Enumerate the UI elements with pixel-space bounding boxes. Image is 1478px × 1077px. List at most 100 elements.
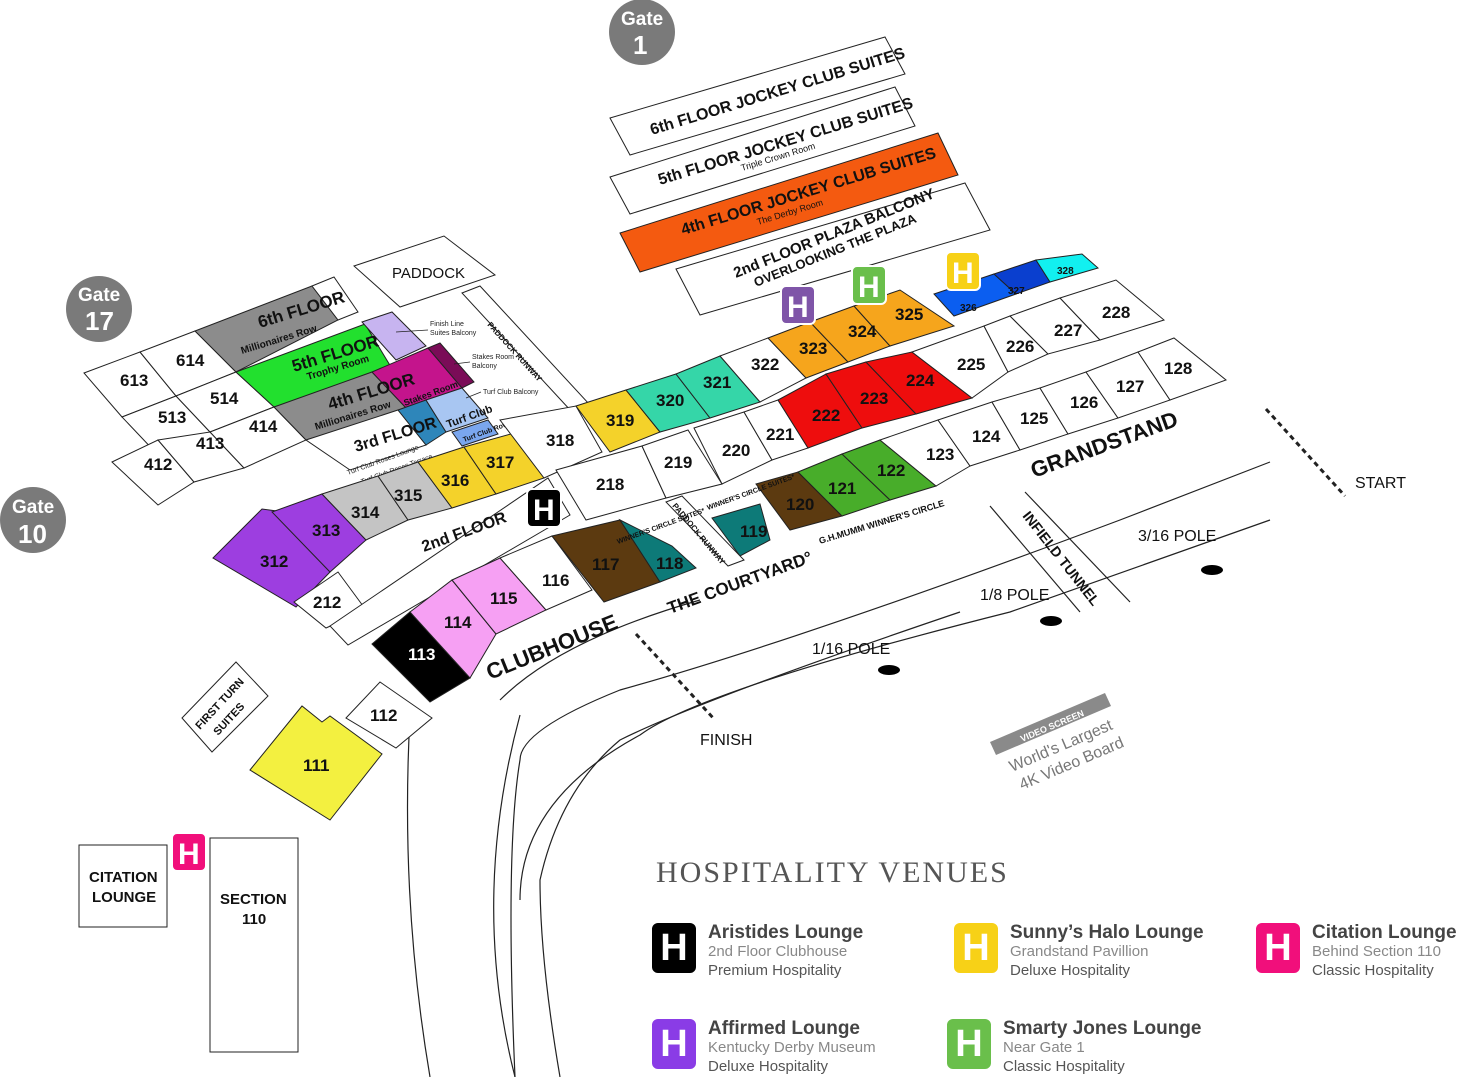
gate-10-number: 10 [18, 519, 47, 549]
label-125: 125 [1020, 409, 1048, 428]
video-board: VIDEO SCREEN World's Largest 4K Video Bo… [990, 693, 1126, 794]
map-marker-citation-glyph: H [178, 838, 200, 871]
gate-1[interactable]: Gate 1 [609, 0, 675, 65]
section110-label2: 110 [242, 911, 266, 928]
section-118[interactable] [618, 518, 697, 583]
finish-line-balcony-label2: Suites Balcony [430, 330, 477, 337]
label-226: 226 [1006, 337, 1034, 356]
label-222: 222 [812, 406, 840, 425]
first-turn-suites[interactable]: FIRST TURN SUITES [181, 661, 269, 753]
finish-label: FINISH [700, 732, 752, 749]
paddock-label: PADDOCK [392, 265, 465, 282]
section-318[interactable] [499, 405, 603, 479]
label-318: 318 [546, 431, 574, 450]
finish-line-balcony[interactable] [361, 311, 427, 361]
pole-marker-3-16 [1201, 565, 1223, 575]
venue-sunnys-halo[interactable]: H Sunny’s Halo Lounge Grandstand Pavilli… [954, 923, 1204, 980]
label-225: 225 [957, 355, 985, 374]
label-221: 221 [766, 425, 794, 444]
venue-tier: Classic Hospitality [1003, 1058, 1125, 1075]
label-414: 414 [249, 417, 278, 436]
gate-17[interactable]: Gate 17 [66, 276, 132, 342]
section-119[interactable] [711, 503, 771, 557]
map-marker-sunnys-halo[interactable]: H [945, 251, 981, 291]
venue-tier: Premium Hospitality [708, 962, 842, 979]
map-marker-affirmed[interactable]: H [780, 285, 816, 325]
label-117: 117 [592, 555, 619, 574]
section-116[interactable] [499, 535, 593, 611]
venue-aristides[interactable]: H Aristides Lounge 2nd Floor Clubhouse P… [652, 923, 863, 980]
venue-badge-smarty-jones: H [947, 1019, 991, 1069]
label-124: 124 [972, 427, 1001, 446]
venue-badge-sunnys-halo: H [954, 923, 998, 973]
label-327: 327 [1008, 286, 1025, 297]
label-316: 316 [441, 471, 469, 490]
label-322: 322 [751, 355, 779, 374]
venue-location: Near Gate 1 [1003, 1039, 1085, 1056]
label-325: 325 [895, 305, 923, 324]
track-markers [634, 407, 1347, 722]
label-324: 324 [848, 322, 877, 341]
label-320: 320 [656, 391, 684, 410]
label-513: 513 [158, 408, 186, 427]
left-block [83, 276, 499, 506]
venue-location: Behind Section 110 [1312, 943, 1441, 960]
venue-badge-aristides: H [652, 923, 696, 973]
gate-1-word: Gate [621, 9, 663, 30]
label-614: 614 [176, 351, 205, 370]
label-113: 113 [408, 645, 435, 664]
label-227: 227 [1054, 321, 1082, 340]
turf-club-balcony-label: Turf Club Balcony [483, 389, 539, 396]
citation-lounge-label1: CITATION [89, 869, 158, 886]
section-328[interactable] [1035, 253, 1100, 283]
venue-tier: Deluxe Hospitality [708, 1058, 829, 1075]
label-127: 127 [1116, 377, 1144, 396]
venue-citation[interactable]: H Citation Lounge Behind Section 110 Cla… [1256, 923, 1457, 980]
map-marker-aristides-glyph: H [533, 494, 555, 527]
gate-10[interactable]: Gate 10 [0, 487, 66, 553]
label-115: 115 [490, 589, 517, 608]
label-228: 228 [1102, 303, 1130, 322]
stakes-room-balcony[interactable] [427, 342, 475, 389]
label-313: 313 [312, 521, 340, 540]
track [406, 461, 1271, 1077]
turf-club[interactable] [425, 387, 489, 433]
turf-club-row-b[interactable] [451, 419, 499, 447]
stakes-balcony-label2: Balcony [472, 363, 497, 370]
venue-badge-citation: H [1256, 923, 1300, 973]
section-128[interactable] [1137, 337, 1228, 401]
label-212: 212 [313, 593, 341, 612]
label-123: 123 [926, 445, 954, 464]
label-120: 120 [786, 495, 814, 514]
venue-affirmed[interactable]: H Affirmed Lounge Kentucky Derby Museum … [652, 1019, 876, 1076]
map-marker-citation[interactable]: H [171, 832, 207, 872]
label-315: 315 [394, 486, 422, 505]
map-marker-smarty-jones[interactable]: H [851, 265, 887, 305]
venue-name: Affirmed Lounge [708, 1018, 860, 1039]
gate-17-word: Gate [78, 285, 120, 306]
map-marker-aristides[interactable]: H [526, 488, 562, 528]
venue-smarty-jones[interactable]: H Smarty Jones Lounge Near Gate 1 Classi… [947, 1019, 1202, 1076]
paddock[interactable]: PADDOCK [353, 235, 497, 308]
label-112: 112 [370, 706, 397, 725]
label-126: 126 [1070, 393, 1098, 412]
label-114: 114 [444, 613, 472, 632]
section-112[interactable] [345, 681, 433, 749]
section-111[interactable] [249, 705, 383, 821]
venue-location: Kentucky Derby Museum [708, 1039, 876, 1056]
citation-lounge[interactable]: CITATION LOUNGE [78, 844, 168, 928]
label-224: 224 [906, 371, 935, 390]
venue-name: Smarty Jones Lounge [1003, 1018, 1202, 1039]
label-514: 514 [210, 389, 239, 408]
map-marker-affirmed-glyph: H [787, 291, 809, 324]
venue-name: Aristides Lounge [708, 922, 864, 943]
section-110[interactable]: SECTION 110 [209, 837, 299, 1053]
venue-location: 2nd Floor Clubhouse [708, 943, 848, 960]
label-118: 118 [656, 554, 683, 573]
paddock-runway-2 [665, 495, 745, 567]
section-228[interactable] [1059, 279, 1166, 341]
first-floor-row [249, 337, 1228, 821]
venue-location: Grandstand Pavillion [1010, 943, 1149, 960]
pole-marker-1-16 [878, 665, 900, 675]
